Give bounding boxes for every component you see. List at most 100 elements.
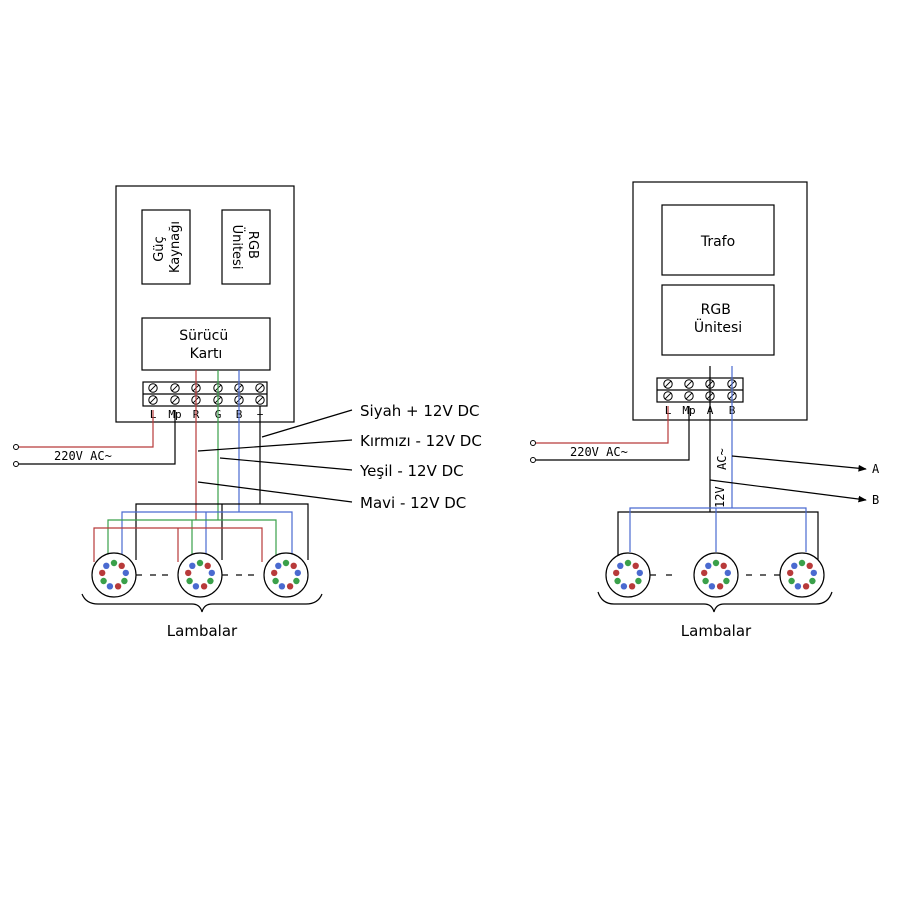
lamp-led — [724, 569, 731, 577]
lamp-led — [723, 577, 730, 585]
lamp-led — [118, 562, 125, 569]
lamp-led — [192, 583, 200, 590]
left-brace — [81, 593, 323, 613]
left-lamps-label: Lambalar — [167, 622, 238, 640]
lamp-led — [617, 562, 624, 569]
lamp-led — [272, 577, 279, 585]
v12-label: 12V — [713, 486, 727, 508]
left-lamps — [91, 552, 309, 598]
lamp-led — [712, 559, 720, 567]
terminal-screw — [684, 391, 694, 401]
svg-text:RGB Ünitesi: RGB Ünitesi — [229, 225, 260, 270]
lamp-led — [720, 562, 727, 569]
lamp-led — [106, 583, 114, 590]
lamp-led — [121, 577, 128, 585]
right-transformer: Trafo — [661, 204, 775, 276]
callout-blue: Mavi - 12V DC — [360, 494, 466, 512]
lamp-led — [99, 569, 106, 577]
terminal-screw — [170, 383, 180, 393]
left-mains-input: 220V AC~ — [13, 410, 176, 467]
terminal-screw — [684, 379, 694, 389]
lamp-led — [196, 559, 204, 567]
lamp-led — [286, 583, 294, 590]
lamp-led — [716, 583, 724, 590]
svg-text:Güç Kaynağı: Güç Kaynağı — [152, 221, 183, 273]
terminal-screw — [148, 395, 158, 405]
left-terminal-block — [142, 381, 268, 407]
terminal-screw — [663, 391, 673, 401]
left-driver-card: Sürücü Kartı — [141, 317, 271, 371]
left-mains-label: 220V AC~ — [54, 449, 112, 463]
lamp-led — [798, 559, 806, 567]
transformer-label: Trafo — [700, 234, 735, 250]
svg-text:Sürücü Kartı: Sürücü Kartı — [179, 328, 232, 362]
rgb-unit-line2: Ünitesi — [229, 225, 246, 270]
terminal-screw — [255, 383, 265, 393]
output-B-label: B — [872, 493, 879, 507]
power-supply-line2: Kaynağı — [168, 221, 183, 273]
left-diagram: Güç Kaynağı RGB Ünitesi Sürücü Kartı — [13, 185, 482, 640]
terminal-screw — [148, 383, 158, 393]
terminal-screw — [255, 395, 265, 405]
left-rgb-unit: RGB Ünitesi — [221, 209, 271, 285]
lamp-fixture — [91, 552, 137, 598]
lamp-led — [110, 559, 118, 567]
right-terminal-block — [656, 377, 744, 403]
right-mains-input: 220V AC~ — [530, 406, 690, 463]
lamp-led — [103, 562, 110, 569]
lamp-led — [100, 577, 107, 585]
lamp-led — [636, 569, 643, 577]
lamp-led — [293, 577, 300, 585]
lamp-fixture — [605, 552, 651, 598]
lamp-led — [613, 569, 620, 577]
right-mains-label: 220V AC~ — [570, 445, 628, 459]
driver-card-line1: Sürücü — [179, 328, 228, 344]
callout-red: Kırmızı - 12V DC — [360, 432, 482, 450]
right-rgb-line2: Ünitesi — [694, 318, 742, 336]
lamp-led — [278, 583, 286, 590]
terminal-screw — [170, 395, 180, 405]
lamp-led — [791, 562, 798, 569]
lamp-led — [207, 577, 214, 585]
lamp-led — [702, 577, 709, 585]
lamp-led — [294, 569, 301, 577]
lamp-led — [809, 577, 816, 585]
lamp-led — [802, 583, 810, 590]
lamp-led — [204, 562, 211, 569]
lamp-fixture — [693, 552, 739, 598]
lamp-led — [620, 583, 628, 590]
lamp-led — [282, 559, 290, 567]
lamp-led — [787, 569, 794, 577]
lamp-led — [122, 569, 129, 577]
right-diagram: Trafo RGB Ünitesi L Mp A B 220V AC~ — [530, 181, 880, 640]
output-A-label: A — [872, 462, 880, 476]
power-supply-line1: Güç — [152, 236, 167, 261]
lamp-led — [806, 562, 813, 569]
left-power-supply: Güç Kaynağı — [141, 209, 191, 285]
lamp-led — [208, 569, 215, 577]
rgb-unit-line1: RGB — [245, 231, 260, 259]
lamp-led — [614, 577, 621, 585]
callout-black: Siyah + 12V DC — [360, 402, 480, 420]
lamp-led — [290, 562, 297, 569]
callout-green: Yeşil - 12V DC — [359, 462, 464, 480]
lamp-led — [628, 583, 636, 590]
lamp-led — [794, 583, 802, 590]
lamp-led — [275, 562, 282, 569]
driver-card-line2: Kartı — [190, 346, 223, 362]
right-brace — [597, 591, 833, 613]
lamp-led — [708, 583, 716, 590]
lamp-led — [705, 562, 712, 569]
lamp-led — [271, 569, 278, 577]
lamp-led — [189, 562, 196, 569]
lamp-led — [810, 569, 817, 577]
terminal-screw — [663, 379, 673, 389]
lamp-led — [624, 559, 632, 567]
lamp-fixture — [177, 552, 223, 598]
lamp-led — [114, 583, 122, 590]
lamp-led — [200, 583, 208, 590]
lamp-led — [632, 562, 639, 569]
right-rgb-unit: RGB Ünitesi — [661, 284, 775, 356]
lamp-led — [186, 577, 193, 585]
left-callouts: Siyah + 12V DC Kırmızı - 12V DC Yeşil - … — [197, 402, 482, 512]
